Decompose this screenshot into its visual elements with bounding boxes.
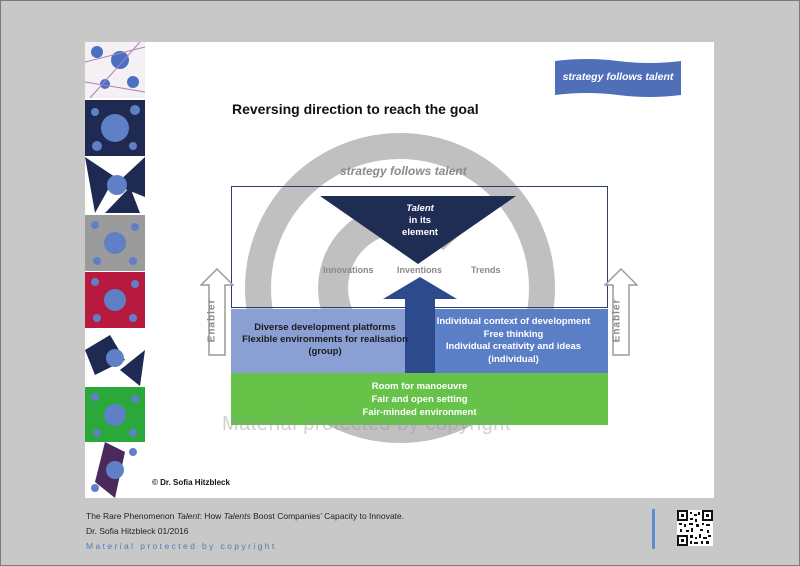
blue-left-text: Diverse development platforms Flexible e… (231, 322, 419, 358)
footer-author-line: Dr. Sofia Hitzbleck 01/2016 (86, 526, 189, 536)
green-line-2: Fair and open setting (371, 394, 468, 405)
footer-book-talent: Talent (176, 511, 200, 521)
talent-triangle-text: Talent in its element (370, 203, 470, 239)
green-text: Room for manoeuvre Fair and open setting… (231, 380, 608, 419)
banner-flag (555, 59, 681, 97)
footer-copyright: Material protected by copyright (86, 541, 277, 551)
enabler-left-arrow-icon (200, 268, 234, 356)
blue-left-line-1: Diverse development platforms (254, 322, 396, 333)
qr-code-icon (677, 510, 713, 546)
triangle-line-3: element (402, 227, 438, 238)
up-arrow-icon (383, 277, 457, 375)
label-trends: Trends (471, 265, 501, 275)
slide-title: Reversing direction to reach the goal (232, 101, 479, 117)
watermark-text: Material protected by copyright (222, 413, 511, 435)
footer-book-mid: : How (199, 511, 224, 521)
thumbnail-1 (85, 42, 145, 98)
footer-book-prefix: The Rare Phenomenon (86, 511, 177, 521)
label-inventions: Inventions (397, 265, 443, 275)
footer-book-suffix: Boost Companies’ Capacity to Innovate. (250, 511, 405, 521)
triangle-line-2: in its (408, 215, 432, 226)
blue-band-right (419, 309, 608, 373)
thumbnail-8 (85, 442, 145, 498)
diagram-subtitle: strategy follows talent (340, 164, 467, 178)
thumbnail-3 (85, 157, 145, 213)
enabler-right-label: Enabler (611, 298, 623, 343)
enabler-right-arrow-icon (604, 268, 638, 356)
banner-text: strategy follows talent (562, 71, 674, 83)
author-credit: © Dr. Sofia Hitzbleck (152, 478, 230, 487)
thumbnail-4 (85, 215, 145, 271)
triangle-line-1: Talent (406, 203, 434, 214)
footer-divider (652, 509, 655, 549)
green-band (231, 373, 608, 425)
green-line-1: Room for manoeuvre (371, 381, 468, 392)
footer-book-talents: Talents (223, 511, 251, 521)
talent-triangle (320, 196, 516, 264)
blue-left-line-3: (group) (308, 346, 342, 357)
thumbnail-6 (85, 330, 145, 386)
thumbnail-strip (85, 42, 145, 498)
green-line-3: Fair-minded environment (362, 407, 477, 418)
footer-book-title: The Rare Phenomenon Talent: How Talents … (86, 511, 404, 521)
thumbnail-7 (85, 387, 145, 443)
blue-right-line-4: (individual) (488, 353, 539, 365)
blue-right-line-1: Individual context of development (436, 316, 591, 327)
blue-left-line-2: Flexible environments for realisation (242, 334, 408, 345)
label-innovations: Innovations (323, 265, 374, 275)
blue-right-text: Individual context of development Free t… (421, 316, 606, 366)
thumbnail-2 (85, 100, 145, 156)
thumbnail-5 (85, 272, 145, 328)
blue-right-line-2: Free thinking (483, 328, 544, 340)
enabler-left-label: Enabler (206, 298, 218, 343)
blue-right-line-3: Individual creativity and ideas (445, 341, 582, 352)
